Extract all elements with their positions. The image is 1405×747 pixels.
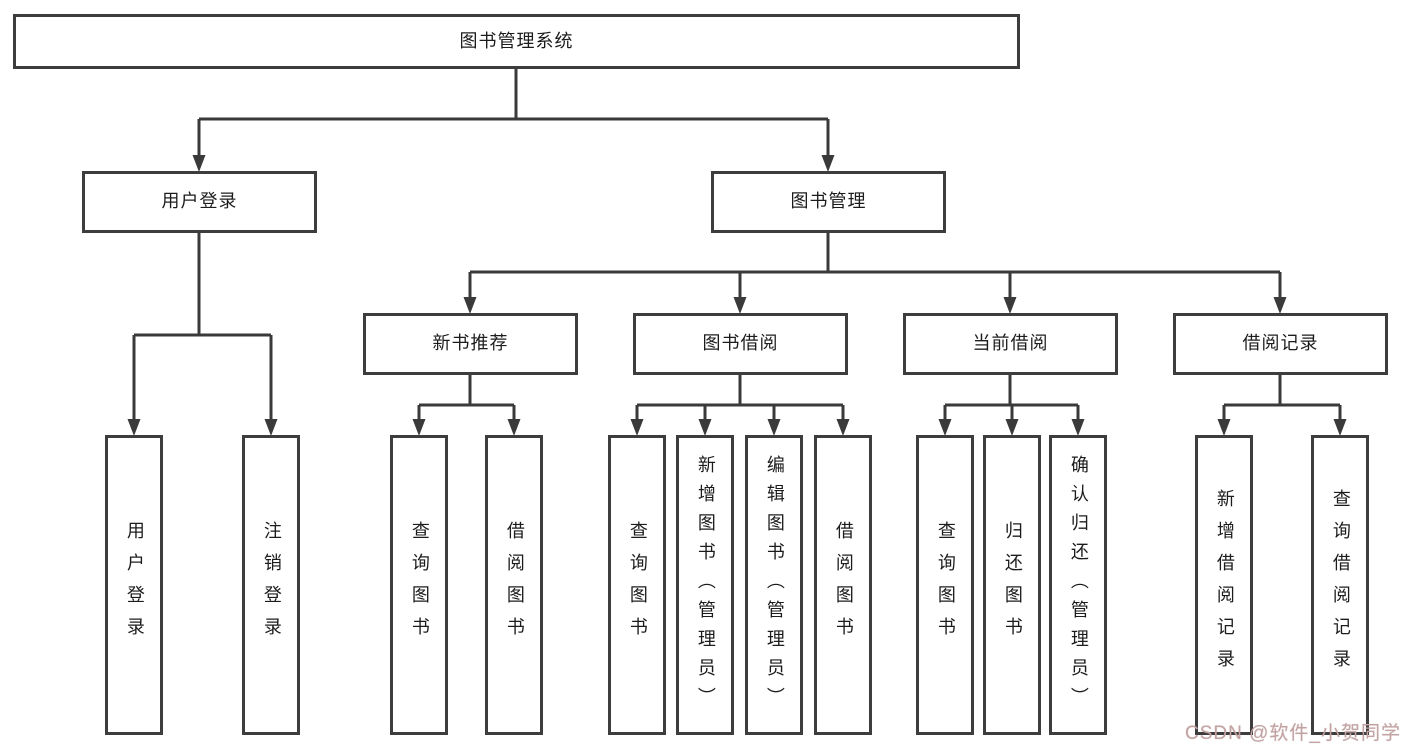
leaf-confirm-return-admin: 确认归还（管理员） <box>1049 435 1107 735</box>
node-book-management: 图书管理 <box>711 171 946 233</box>
node-user-login: 用户登录 <box>82 171 317 233</box>
leaf-logout: 注销登录 <box>242 435 300 735</box>
leaf-label: 编辑图书（管理员） <box>764 454 785 716</box>
node-current-borrowing: 当前借阅 <box>903 313 1118 375</box>
leaf-label: 用户登录 <box>124 521 145 649</box>
node-label: 当前借阅 <box>972 333 1049 354</box>
node-library-management-system: 图书管理系统 <box>13 14 1020 69</box>
leaf-label: 查询图书 <box>627 521 648 649</box>
leaf-label: 归还图书 <box>1002 521 1023 649</box>
node-label: 用户登录 <box>161 191 238 212</box>
node-label: 图书管理 <box>790 191 867 212</box>
leaf-query-books-recommend: 查询图书 <box>390 435 448 735</box>
leaf-user-login: 用户登录 <box>105 435 163 735</box>
node-borrowing-records: 借阅记录 <box>1173 313 1388 375</box>
leaf-borrow-books-recommend: 借阅图书 <box>485 435 543 735</box>
node-label: 图书管理系统 <box>459 30 574 51</box>
leaf-add-borrow-record: 新增借阅记录 <box>1195 435 1253 735</box>
leaf-query-books-current: 查询图书 <box>916 435 974 735</box>
leaf-query-books-borrow: 查询图书 <box>608 435 666 735</box>
leaf-edit-books-admin: 编辑图书（管理员） <box>745 435 803 735</box>
leaf-label: 新增图书（管理员） <box>695 454 716 716</box>
leaf-add-books-admin: 新增图书（管理员） <box>676 435 734 735</box>
leaf-label: 注销登录 <box>261 521 282 649</box>
node-new-book-recommendation: 新书推荐 <box>363 313 578 375</box>
leaf-label: 确认归还（管理员） <box>1068 454 1089 716</box>
arrowheads <box>127 155 1347 436</box>
watermark: CSDN @软件_小贺同学 <box>1185 723 1401 744</box>
leaf-label: 借阅图书 <box>833 521 854 649</box>
leaf-query-borrow-record: 查询借阅记录 <box>1311 435 1369 735</box>
leaf-return-books: 归还图书 <box>983 435 1041 735</box>
leaf-borrow-books: 借阅图书 <box>814 435 872 735</box>
node-label: 新书推荐 <box>432 333 509 354</box>
node-label: 图书借阅 <box>702 333 779 354</box>
connector-paths <box>132 68 1342 422</box>
node-book-borrowing: 图书借阅 <box>633 313 848 375</box>
leaf-label: 查询图书 <box>935 521 956 649</box>
leaf-label: 借阅图书 <box>504 521 525 649</box>
node-label: 借阅记录 <box>1242 333 1319 354</box>
leaf-label: 查询借阅记录 <box>1330 489 1351 681</box>
leaf-label: 查询图书 <box>409 521 430 649</box>
leaf-label: 新增借阅记录 <box>1214 489 1235 681</box>
